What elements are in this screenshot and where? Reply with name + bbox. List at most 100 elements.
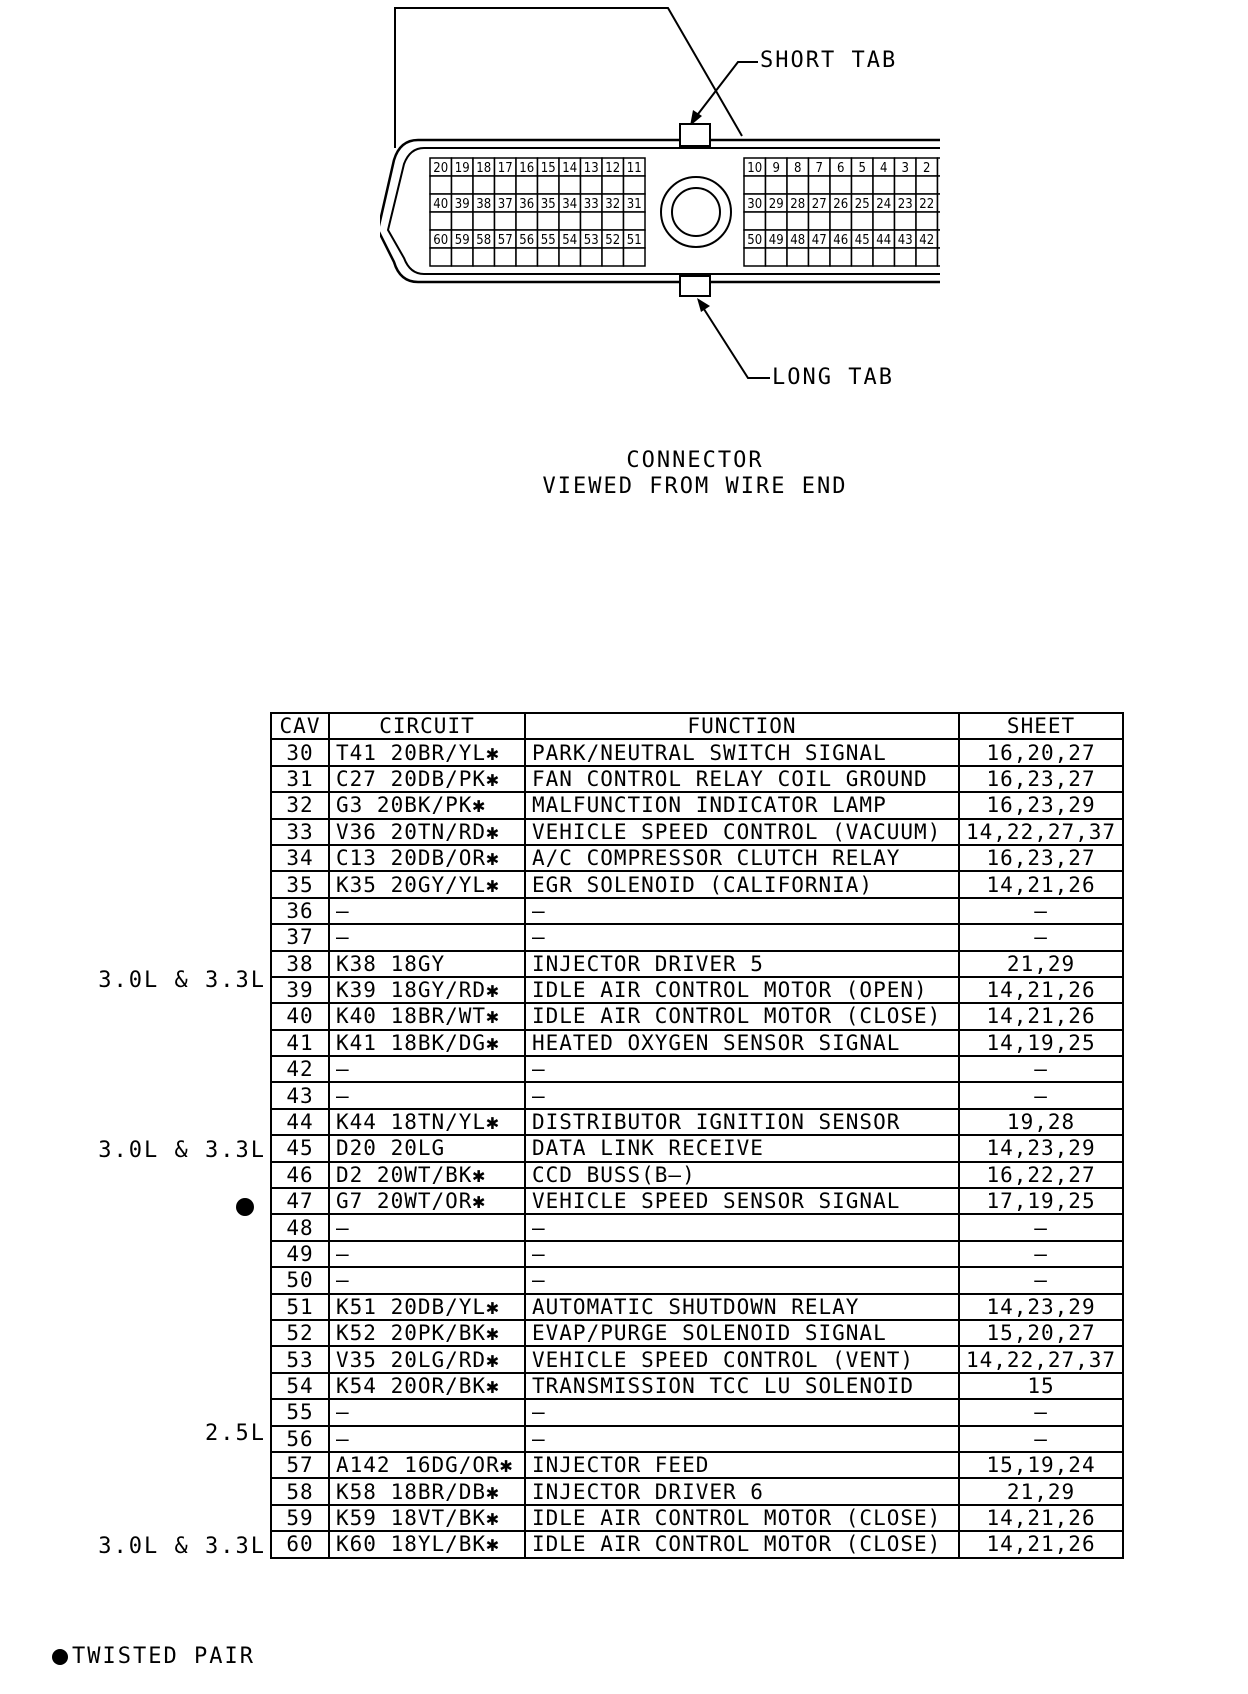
cavity-number: 49 (769, 233, 784, 248)
sheet-cell: — (957, 1398, 1125, 1427)
twisted-pair-dot-icon (52, 1649, 68, 1665)
cavity-wire-slot (829, 211, 853, 231)
sheet-cell: 14,21,26 (957, 1503, 1125, 1533)
legend: TWISTED PAIR (52, 1644, 255, 1669)
cavity-number: 11 (627, 161, 642, 176)
sheet-cell: — (957, 1055, 1125, 1084)
sheet-cell: — (957, 1266, 1125, 1295)
circuit-cell: K44 18TN/YL✱ (328, 1107, 526, 1137)
cavity-wire-slot (807, 211, 831, 231)
cav-cell: 50 (270, 1266, 330, 1295)
circuit-cell: K40 18BR/WT✱ (328, 1002, 526, 1031)
circuit-cell: K54 20OR/BK✱ (328, 1371, 526, 1401)
table-row: 56——— (270, 1424, 1125, 1453)
sheet-cell: 14,22,27,37 (957, 817, 1125, 846)
cavity-wire-slot (743, 211, 767, 231)
cav-cell: 30 (270, 738, 330, 767)
connector-caption: CONNECTOR VIEWED FROM WIRE END (0, 448, 1248, 500)
cavity-wire-slot (829, 247, 853, 267)
cavity-wire-slot (764, 211, 788, 231)
function-cell: CCD BUSS(B—) (524, 1160, 960, 1190)
connector-outer-shell (380, 138, 940, 284)
long-tab-label: LONG TAB (772, 365, 894, 390)
cavity-number: 12 (605, 161, 620, 176)
cav-cell: 39 (270, 975, 330, 1005)
function-cell: VEHICLE SPEED CONTROL (VACUUM) (524, 817, 960, 846)
table-header-row: CAV CIRCUIT FUNCTION SHEET (270, 711, 1125, 741)
cavity-number: 59 (455, 233, 470, 248)
cav-cell: 43 (270, 1081, 330, 1110)
long-tab (679, 275, 711, 297)
sheet-cell: 14,21,26 (957, 870, 1125, 899)
circuit-cell: K51 20DB/YL✱ (328, 1292, 526, 1321)
cav-cell: 51 (270, 1292, 330, 1321)
table-row: 42——— (270, 1055, 1125, 1084)
sheet-cell: — (957, 896, 1125, 926)
cavity-wire-slot (558, 175, 582, 195)
circuit-cell: V35 20LG/RD✱ (328, 1345, 526, 1374)
function-cell: IDLE AIR CONTROL MOTOR (CLOSE) (524, 1503, 960, 1533)
sheet-cell: 14,23,29 (957, 1134, 1125, 1163)
function-cell: DISTRIBUTOR IGNITION SENSOR (524, 1107, 960, 1137)
circuit-cell: — (328, 1081, 526, 1110)
circuit-cell: K39 18GY/RD✱ (328, 975, 526, 1005)
sheet-cell: 15,19,24 (957, 1450, 1125, 1480)
cav-cell: 38 (270, 949, 330, 978)
circuit-cell: — (328, 1213, 526, 1242)
cavity-number: 20 (433, 161, 448, 176)
cavity-number: 54 (562, 233, 577, 248)
table-row: 55——— (270, 1398, 1125, 1427)
short-tab-label: SHORT TAB (760, 48, 898, 73)
sheet-cell: 16,22,27 (957, 1160, 1125, 1190)
sheet-cell: 14,21,26 (957, 1002, 1125, 1031)
cavity-number: 51 (627, 233, 642, 248)
short-tab-arrowhead (690, 110, 702, 126)
cavity-wire-slot (807, 175, 831, 195)
cav-cell: 31 (270, 764, 330, 794)
cav-cell: 44 (270, 1107, 330, 1137)
sheet-cell: 19,28 (957, 1107, 1125, 1137)
cavity-number: 57 (498, 233, 513, 248)
cavity-wire-slot (429, 211, 453, 231)
engine-note: 3.0L & 3.3L (98, 1533, 266, 1559)
cavity-wire-slot (601, 211, 625, 231)
cav-cell: 32 (270, 791, 330, 820)
cav-cell: 42 (270, 1055, 330, 1084)
cavity-number: 39 (455, 197, 470, 212)
circuit-cell: T41 20BR/YL✱ (328, 738, 526, 767)
sheet-cell: — (957, 1424, 1125, 1453)
cavity-wire-slot (786, 211, 810, 231)
engine-note: 3.0L & 3.3L (98, 1137, 266, 1163)
table-row: 36——— (270, 896, 1125, 926)
cavity-number: 58 (476, 233, 491, 248)
cavity-number: 60 (433, 233, 448, 248)
short-tab-leader (694, 61, 758, 119)
function-cell: — (524, 1213, 960, 1242)
cavity-wire-slot (829, 175, 853, 195)
cavity-wire-slot (472, 247, 496, 267)
sheet-cell: 15,20,27 (957, 1318, 1125, 1348)
circuit-cell: K59 18VT/BK✱ (328, 1503, 526, 1533)
table-row: 37——— (270, 923, 1125, 952)
cavity-wire-slot (622, 211, 646, 231)
function-cell: VEHICLE SPEED CONTROL (VENT) (524, 1345, 960, 1374)
header-circuit: CIRCUIT (328, 711, 526, 741)
sheet-cell: 16,23,29 (957, 791, 1125, 820)
circuit-cell: V36 20TN/RD✱ (328, 817, 526, 846)
circuit-cell: — (328, 1055, 526, 1084)
cavity-wire-slot (429, 247, 453, 267)
cavity-wire-slot (493, 247, 517, 267)
cav-cell: 34 (270, 843, 330, 873)
cavity-wire-slot (786, 175, 810, 195)
cavity-wire-slot (429, 175, 453, 195)
cavity-number: 40 (433, 197, 448, 212)
